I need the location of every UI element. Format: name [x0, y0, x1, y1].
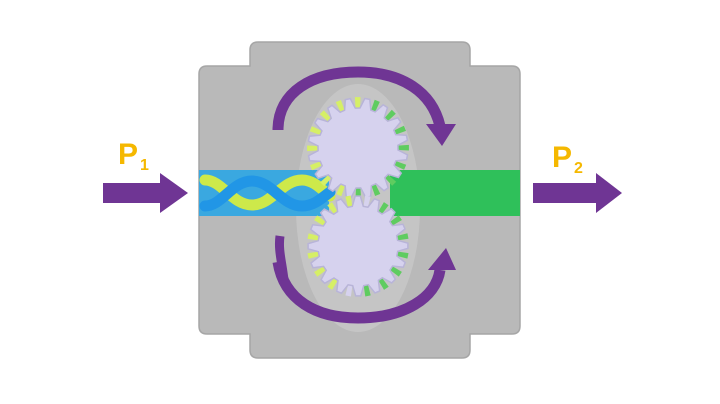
gear-tooth-gap — [354, 97, 361, 111]
bottom-gear — [307, 195, 409, 297]
outlet-channel — [390, 170, 520, 216]
curved-arrow-clockwise-icon — [272, 66, 456, 146]
gear-tooth-gap — [345, 282, 353, 297]
curved-arrow-counterclockwise-icon — [272, 235, 456, 324]
outlet-pressure-subscript: 2 — [574, 160, 583, 177]
inlet-pressure-letter: P — [118, 138, 139, 171]
inlet-strand-blue — [199, 175, 336, 212]
gear-tooth-gap — [307, 251, 322, 259]
gear-hub — [320, 110, 396, 186]
outlet-arrow — [533, 173, 622, 213]
gear-tooth-gap — [363, 195, 371, 210]
inlet-arrow — [103, 173, 188, 213]
gear-tooth-gap — [394, 233, 409, 241]
top-gear — [307, 97, 409, 199]
gear-tooth-gap — [394, 251, 409, 259]
gear-tooth-gap — [307, 145, 321, 152]
gear-tooth-gap — [345, 195, 353, 210]
outlet-pressure-letter: P — [552, 141, 573, 174]
gear-hub — [320, 208, 396, 284]
gear-tooth-gap — [363, 282, 371, 297]
inlet-fluid-strands — [199, 174, 336, 212]
gear-tooth-gap — [395, 144, 409, 151]
inlet-pressure-subscript: 1 — [140, 157, 149, 174]
gear-tooth-gap — [307, 233, 322, 241]
